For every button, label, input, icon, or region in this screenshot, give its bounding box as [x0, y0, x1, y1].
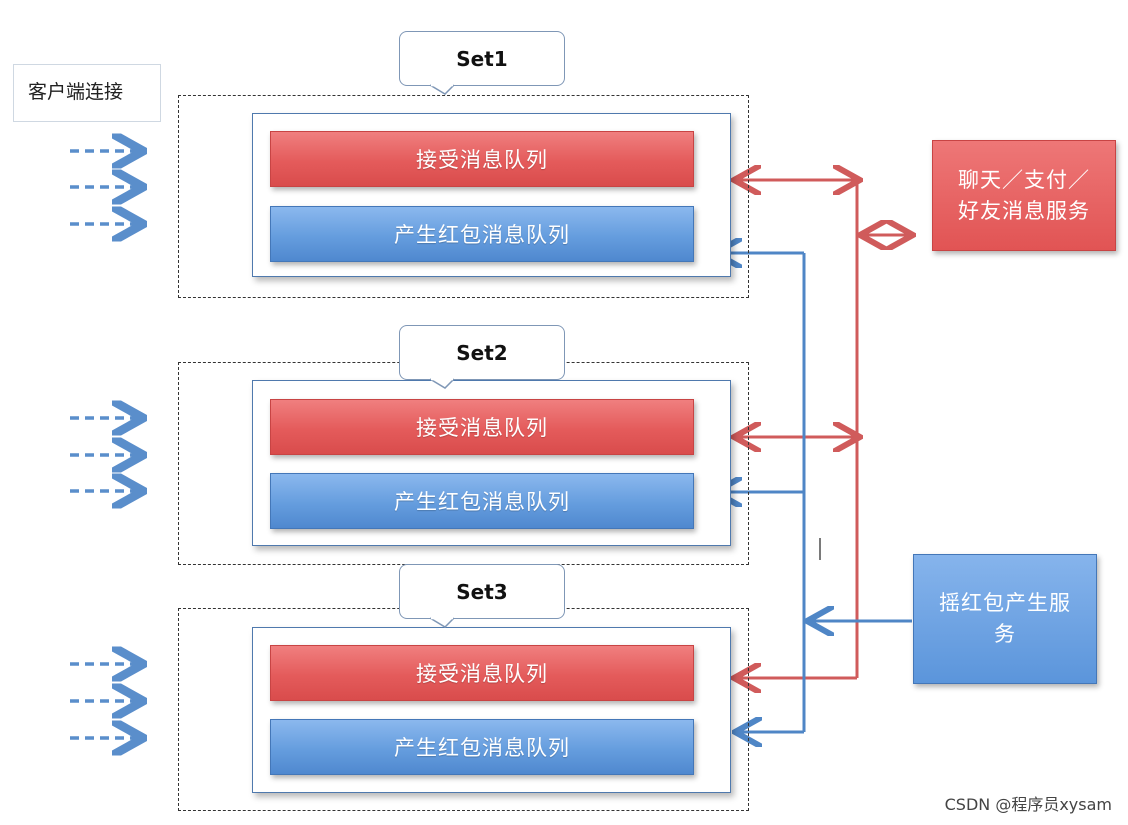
set2-receive-queue: 接受消息队列 — [270, 399, 694, 455]
client-arrows-set1 — [70, 151, 140, 224]
chat-service-line1: 聊天／支付／ — [958, 167, 1090, 192]
client-arrows-set3 — [70, 664, 140, 738]
chat-payment-friend-service: 聊天／支付／ 好友消息服务 — [932, 140, 1116, 251]
set3-redpacket-queue: 产生红包消息队列 — [270, 719, 694, 775]
set3-callout-tail — [430, 617, 455, 628]
set1-frame — [178, 95, 749, 298]
set2-callout-tail — [430, 378, 455, 389]
shake-service-line1: 摇红包产生服 — [939, 591, 1071, 615]
shake-service-line2: 务 — [994, 622, 1016, 646]
set3-title-callout: Set3 — [399, 564, 565, 619]
set1-redpacket-queue: 产生红包消息队列 — [270, 206, 694, 262]
set1-title-callout: Set1 — [399, 31, 565, 86]
set2-redpacket-queue: 产生红包消息队列 — [270, 473, 694, 529]
client-connection-label: 客户端连接 — [13, 64, 161, 122]
set3-receive-queue: 接受消息队列 — [270, 645, 694, 701]
blue-bus — [718, 253, 912, 732]
set1-receive-queue: 接受消息队列 — [270, 131, 694, 187]
set2-title-callout: Set2 — [399, 325, 565, 380]
red-bus — [737, 180, 910, 678]
set1-callout-tail — [430, 84, 455, 95]
csdn-watermark: CSDN @程序员xysam — [944, 795, 1112, 814]
chat-service-line2: 好友消息服务 — [958, 198, 1090, 223]
shake-redpacket-service: 摇红包产生服 务 — [913, 554, 1097, 684]
client-arrows-set2 — [70, 418, 140, 491]
